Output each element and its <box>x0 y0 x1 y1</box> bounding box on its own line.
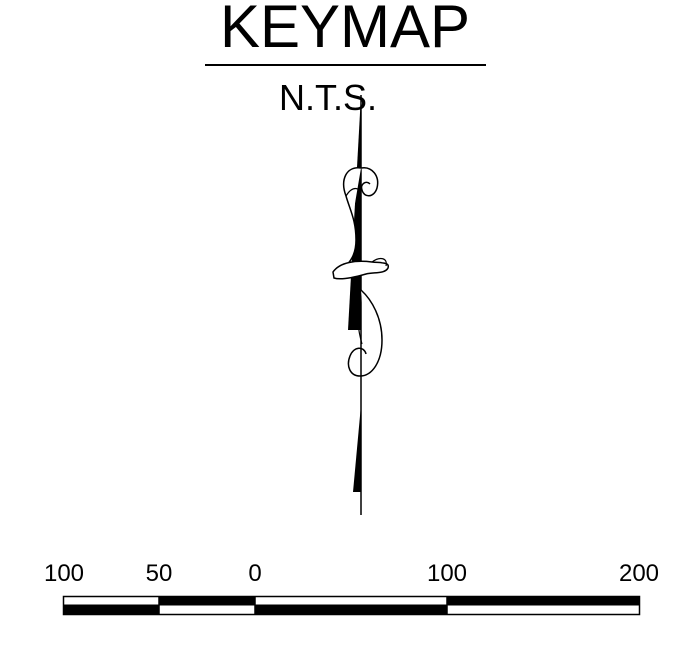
scale-label: 100 <box>426 560 468 587</box>
title-underline <box>205 64 486 66</box>
scale-segment <box>63 605 159 614</box>
keymap-title: KEYMAP <box>219 0 471 60</box>
scale-segment <box>255 605 447 614</box>
scale-label: 0 <box>248 560 262 587</box>
scale-segment <box>159 597 255 605</box>
scale-label: 50 <box>145 560 173 587</box>
scale-segment <box>447 597 639 605</box>
scale-label: 200 <box>618 560 660 587</box>
scale-label: 100 <box>43 560 85 587</box>
